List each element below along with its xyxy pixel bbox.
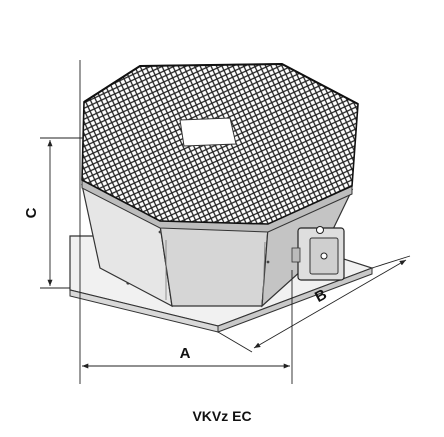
- model-caption: VKVz EC: [192, 408, 252, 424]
- dimension-c-label: C: [23, 207, 40, 218]
- terminal-box: [291, 226, 345, 281]
- protective-grill: [81, 62, 359, 225]
- dimension-a-label: A: [180, 345, 191, 362]
- dimension-lines: [40, 60, 411, 384]
